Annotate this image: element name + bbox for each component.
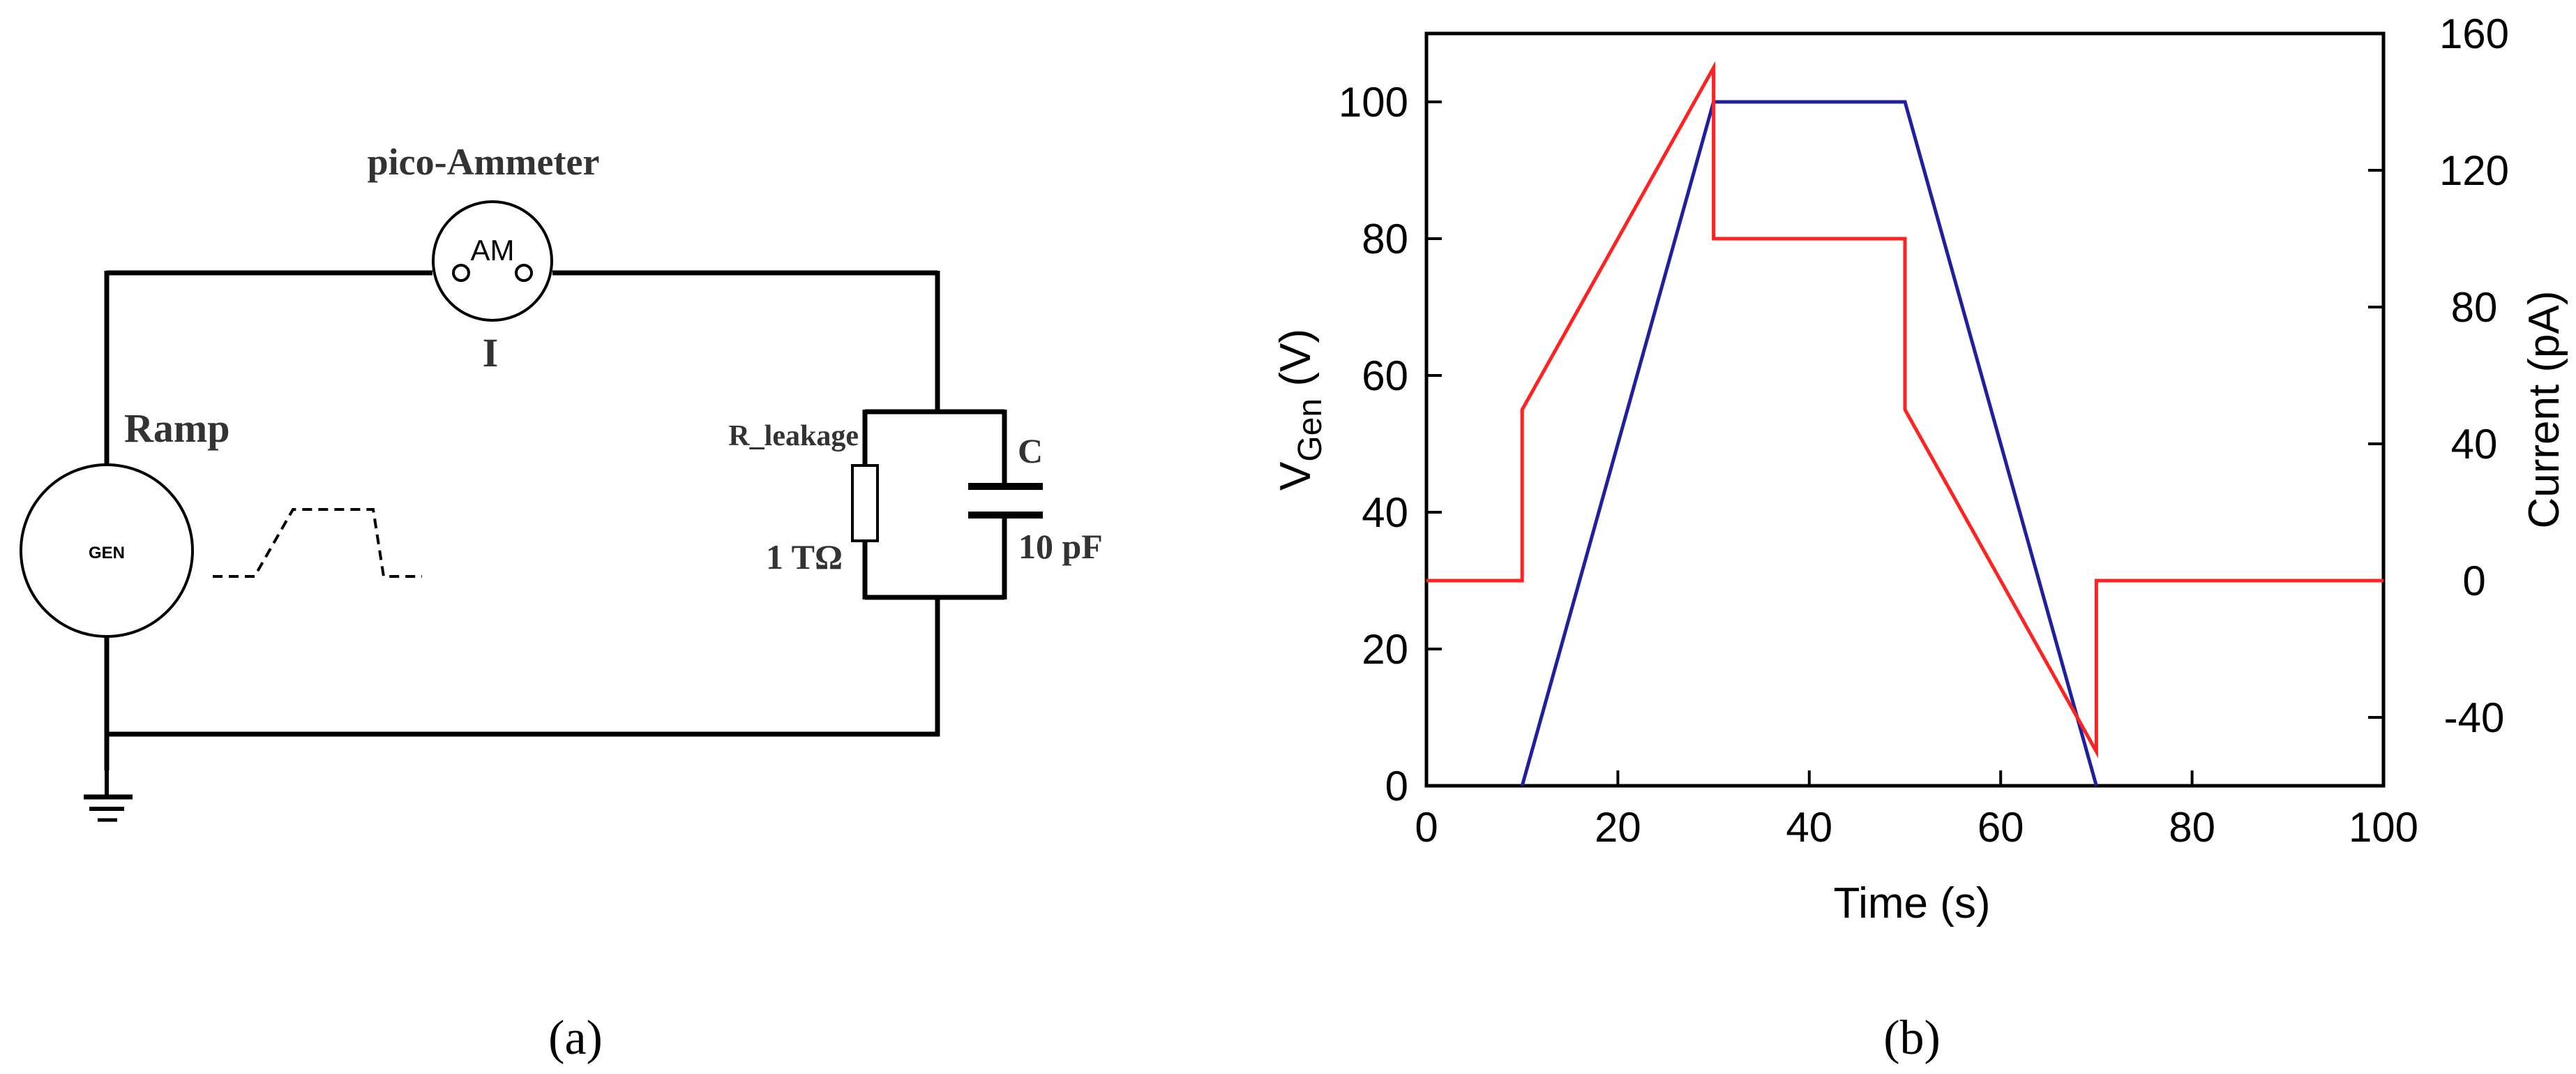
chart-frame bbox=[1424, 31, 2386, 788]
capacitor-label: C bbox=[1018, 431, 1043, 470]
panel-a-caption: (a) bbox=[548, 1011, 603, 1065]
y-axis-title: VGen (V) bbox=[1272, 329, 1329, 491]
y2-tick-label: 120 bbox=[2439, 147, 2509, 194]
voltage-series-line bbox=[1520, 100, 2098, 786]
y2-tick-label: 80 bbox=[2451, 284, 2498, 331]
y-tick-label: 60 bbox=[1362, 352, 1408, 399]
y-tick-label: 0 bbox=[1385, 763, 1408, 810]
chart-panel: 0 20 40 60 80 100 0 20 40 60 80 100 -40 0 40 80 120 160… bbox=[1272, 10, 2568, 927]
x-tick-label: 100 bbox=[2349, 804, 2418, 851]
capacitor-value: 10 pF bbox=[1018, 527, 1103, 566]
resistor-label: R_leakage bbox=[728, 420, 859, 452]
y-tick-label: 20 bbox=[1362, 626, 1408, 673]
x-tick-label: 0 bbox=[1415, 804, 1438, 851]
y2-axis-title: Current (pA) bbox=[2520, 290, 2568, 528]
series-lines bbox=[1426, 61, 2383, 786]
generator-circle bbox=[20, 463, 194, 638]
x-axis-title: Time (s) bbox=[1834, 879, 1991, 927]
x-tick-label: 40 bbox=[1786, 804, 1832, 851]
ammeter-symbol: AM bbox=[471, 234, 515, 267]
y2-tick-label: 160 bbox=[2439, 10, 2509, 57]
y-axis-title-main: V bbox=[1272, 461, 1320, 491]
ammeter-terminal-left bbox=[452, 264, 470, 282]
y-axis-title-subscript: Gen bbox=[1292, 398, 1329, 462]
source-symbol: GEN bbox=[89, 544, 125, 562]
x-tick-label: 20 bbox=[1595, 804, 1641, 851]
x-tick-label: 60 bbox=[1978, 804, 2024, 851]
y2-ticks: -40 0 40 80 120 160 bbox=[2368, 10, 2509, 741]
circuit-diagram bbox=[20, 200, 1043, 822]
y-ticks: 0 20 40 60 80 100 bbox=[1339, 79, 1442, 810]
y-tick-label: 100 bbox=[1339, 79, 1408, 126]
circuit-labels: pico-Ammeter AM I Ramp GEN R_leakage 1 T… bbox=[89, 141, 1103, 576]
current-series-line bbox=[1426, 61, 2383, 759]
y2-tick-label: -40 bbox=[2444, 694, 2505, 741]
ramp-waveform-icon bbox=[213, 508, 422, 578]
y2-tick-label: 40 bbox=[2451, 421, 2498, 468]
x-ticks: 0 20 40 60 80 100 bbox=[1415, 770, 2418, 851]
y-axis-title-unit: (V) bbox=[1272, 329, 1320, 398]
current-label: I bbox=[483, 330, 499, 375]
resistor-value: 1 TΩ bbox=[766, 537, 843, 576]
ammeter-title: pico-Ammeter bbox=[368, 141, 600, 183]
panel-b-caption: (b) bbox=[1883, 1011, 1941, 1065]
source-title: Ramp bbox=[124, 405, 229, 451]
resistor-symbol bbox=[851, 464, 879, 542]
y2-tick-label: 0 bbox=[2462, 558, 2485, 604]
y-tick-label: 80 bbox=[1362, 216, 1408, 262]
ammeter-circle bbox=[432, 200, 553, 322]
ammeter-terminal-right bbox=[515, 264, 533, 282]
x-tick-label: 80 bbox=[2169, 804, 2215, 851]
y-tick-label: 40 bbox=[1362, 489, 1408, 536]
